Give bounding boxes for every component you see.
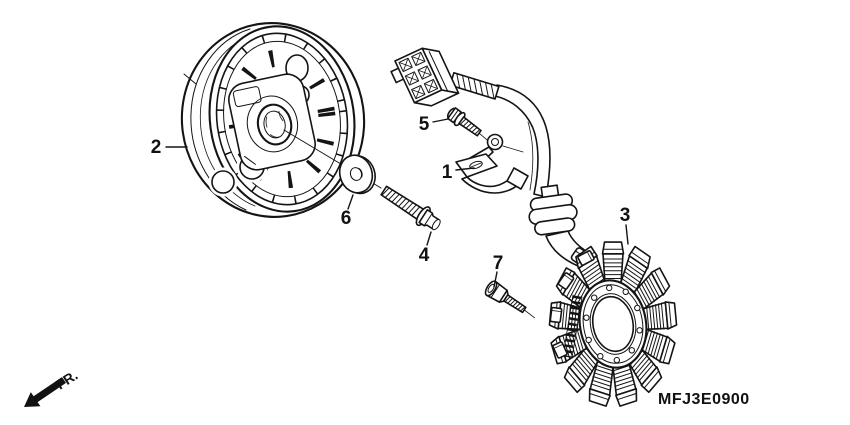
wire-harness-drawing — [390, 47, 600, 273]
flywheel-hub — [228, 73, 316, 171]
front-direction-arrow: FR. — [24, 367, 81, 407]
socket-bolt-drawing — [484, 280, 535, 319]
front-arrow-icon — [24, 377, 66, 407]
taped-wire-section — [449, 71, 500, 100]
grommet-drawing — [528, 184, 578, 236]
wire-stay-drawing — [455, 133, 529, 194]
part-leader-1 — [455, 167, 475, 171]
part-label-7: 7 — [493, 253, 504, 274]
part-labels: 2 6 4 5 1 7 3 — [151, 114, 631, 274]
part-label-2: 2 — [151, 137, 162, 158]
stator-ring-holes — [583, 284, 643, 364]
leader-lines — [165, 118, 629, 288]
part-leader-5 — [432, 118, 449, 123]
stator-drawing — [548, 241, 678, 408]
part-leader-3 — [625, 224, 629, 245]
mount-bolt-drawing — [380, 185, 441, 231]
part-label-3: 3 — [620, 205, 631, 226]
part-leader-6 — [347, 194, 354, 210]
flywheel-drawing — [180, 22, 366, 218]
stator-terminal-lugs — [549, 250, 595, 359]
stator-lead-wires — [562, 294, 583, 359]
stay-bolt-drawing — [446, 107, 490, 143]
part-label-5: 5 — [419, 114, 430, 135]
washer-drawing — [338, 154, 376, 195]
part-label-6: 6 — [341, 208, 352, 229]
part-label-1: 1 — [442, 162, 453, 183]
part-leader-4 — [426, 231, 432, 246]
diagram-code: MFJ3E0900 — [658, 391, 750, 408]
connector-terminal-slots — [398, 51, 439, 100]
part-label-4: 4 — [419, 245, 430, 266]
part-leader-7 — [493, 271, 498, 288]
harness-connector-drawing — [390, 47, 460, 107]
